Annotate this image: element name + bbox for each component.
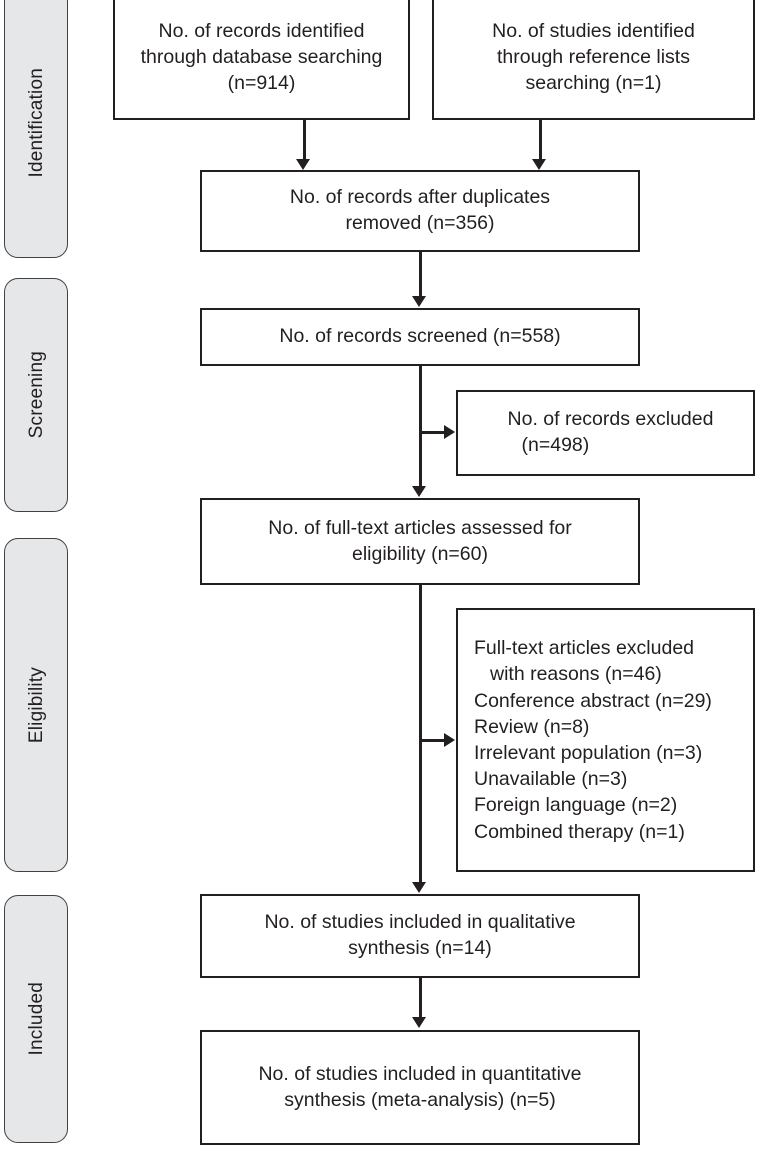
- fulltext-excluded-heading-line2: with reasons (n=46): [490, 663, 662, 686]
- box-database-search-line3: (n=914): [227, 71, 296, 94]
- box-database-search-line2: through database searching: [140, 46, 383, 69]
- box-reference-search: No. of studies identified through refere…: [432, 0, 755, 120]
- box-database-search: No. of records identified through databa…: [113, 0, 410, 120]
- box-records-screened-line1: No. of records screened (n=558): [279, 325, 561, 348]
- connector-qualitative-to-quantitative: [419, 978, 422, 1019]
- box-records-excluded-text: No. of records excluded (n=498): [488, 407, 724, 458]
- box-database-search-text: No. of records identified through databa…: [131, 19, 393, 96]
- arrowhead-database-to-duplicates: [296, 159, 310, 170]
- box-quantitative-synthesis-text: No. of studies included in quantitative …: [248, 1062, 591, 1113]
- connector-screened-to-excluded: [419, 431, 445, 434]
- box-duplicates-removed-text: No. of records after duplicates removed …: [280, 185, 560, 236]
- reason-item-irrelevant-population: Irrelevant population (n=3): [474, 742, 703, 764]
- arrowhead-fulltext-to-qualitative: [412, 882, 426, 893]
- box-records-excluded: No. of records excluded (n=498): [456, 390, 755, 476]
- box-records-screened-text: No. of records screened (n=558): [269, 324, 570, 350]
- connector-reference-to-duplicates: [539, 120, 542, 162]
- stage-tab-eligibility: Eligibility: [4, 538, 68, 872]
- box-quantitative-synthesis: No. of studies included in quantitative …: [200, 1030, 640, 1145]
- box-fulltext-assessed-line2: eligibility (n=60): [351, 542, 488, 565]
- reason-item-conference-abstract: Conference abstract (n=29): [474, 689, 712, 712]
- stage-tab-included: Included: [4, 895, 68, 1143]
- box-reference-search-line1: No. of studies identified: [492, 20, 695, 43]
- box-duplicates-removed-line1: No. of records after duplicates: [289, 186, 551, 209]
- connector-screened-to-fulltext: [419, 366, 422, 488]
- box-reference-search-line3: searching (n=1): [525, 71, 662, 94]
- stage-tab-identification: Identification: [4, 0, 68, 258]
- stage-label-screening: Screening: [25, 351, 47, 439]
- box-records-excluded-line1: No. of records excluded: [507, 408, 714, 431]
- reason-item-review: Review (n=8): [474, 715, 590, 738]
- arrowhead-screened-to-fulltext: [412, 486, 426, 497]
- reason-item-unavailable: Unavailable (n=3): [474, 768, 628, 791]
- stage-label-identification: Identification: [25, 68, 47, 178]
- box-duplicates-removed: No. of records after duplicates removed …: [200, 170, 640, 252]
- box-quantitative-synthesis-line2: synthesis (meta-analysis) (n=5): [284, 1088, 556, 1111]
- connector-database-to-duplicates: [303, 120, 306, 162]
- fulltext-excluded-heading-line1: Full-text articles excluded: [474, 637, 695, 660]
- reason-item-foreign-language: Foreign language (n=2): [474, 794, 678, 817]
- box-records-excluded-line2: (n=498): [521, 434, 590, 456]
- arrowhead-duplicates-to-screened: [412, 296, 426, 307]
- box-database-search-line1: No. of records identified: [158, 20, 365, 43]
- box-quantitative-synthesis-line1: No. of studies included in quantitative: [258, 1062, 582, 1085]
- box-duplicates-removed-line2: removed (n=356): [345, 212, 495, 234]
- connector-fulltext-to-excluded-reasons: [419, 739, 445, 742]
- box-qualitative-synthesis-text: No. of studies included in qualitative s…: [254, 910, 585, 961]
- box-records-screened: No. of records screened (n=558): [200, 308, 640, 366]
- box-fulltext-assessed: No. of full-text articles assessed for e…: [200, 498, 640, 585]
- box-qualitative-synthesis-line1: No. of studies included in qualitative: [264, 911, 576, 934]
- box-fulltext-assessed-text: No. of full-text articles assessed for e…: [258, 516, 581, 567]
- connector-fulltext-to-qualitative: [419, 585, 422, 884]
- connector-duplicates-to-screened: [419, 252, 422, 298]
- box-reference-search-line2: through reference lists: [497, 46, 690, 69]
- box-fulltext-excluded-text: Full-text articles excluded with reasons…: [458, 635, 712, 845]
- box-reference-search-text: No. of studies identified through refere…: [482, 19, 705, 96]
- stage-label-eligibility: Eligibility: [25, 666, 47, 744]
- box-fulltext-assessed-line1: No. of full-text articles assessed for: [268, 516, 572, 539]
- reason-item-combined-therapy: Combined therapy (n=1): [474, 820, 685, 843]
- arrowhead-reference-to-duplicates: [532, 159, 546, 170]
- arrowhead-screened-to-excluded: [444, 425, 455, 439]
- box-fulltext-excluded: Full-text articles excluded with reasons…: [456, 608, 755, 872]
- box-qualitative-synthesis: No. of studies included in qualitative s…: [200, 894, 640, 978]
- stage-tab-screening: Screening: [4, 278, 68, 512]
- arrowhead-fulltext-to-excluded-reasons: [444, 733, 455, 747]
- box-qualitative-synthesis-line2: synthesis (n=14): [348, 937, 492, 959]
- stage-label-included: Included: [25, 982, 47, 1056]
- arrowhead-qualitative-to-quantitative: [412, 1017, 426, 1028]
